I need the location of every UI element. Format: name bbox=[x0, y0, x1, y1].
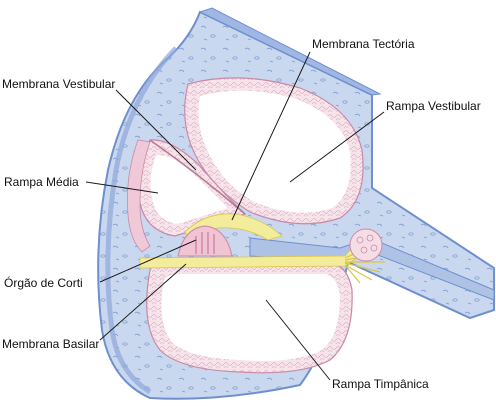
label-membrana-basilar: Membrana Basilar bbox=[2, 337, 99, 351]
leader-orgao-de-corti bbox=[99, 239, 197, 283]
organ-of-corti bbox=[177, 225, 233, 257]
rampa-vestibular-lumen bbox=[198, 90, 351, 213]
label-membrana-vestibular: Membrana Vestibular bbox=[2, 77, 115, 91]
label-rampa-timpanica: Rampa Timpânica bbox=[332, 377, 429, 391]
rampa-media-lumen bbox=[150, 154, 228, 224]
ganglion-cell bbox=[370, 244, 378, 252]
bony-cap bbox=[198, 7, 382, 96]
leader-rampa-vestibular bbox=[289, 111, 385, 183]
leader-rampa-timpanica bbox=[265, 299, 331, 381]
spiral-ganglion bbox=[349, 228, 383, 262]
hair-cells bbox=[195, 232, 215, 254]
ganglion-cell bbox=[360, 246, 368, 254]
label-rampa-media: Rampa Média bbox=[4, 175, 79, 189]
leader-membrana-vestibular bbox=[115, 89, 197, 171]
label-membrana-tectoria: Membrana Tectória bbox=[312, 37, 415, 51]
rampa-timpanica-lumen bbox=[161, 274, 340, 361]
spiral-ligament bbox=[127, 139, 151, 253]
lateral-wall-strip bbox=[105, 46, 178, 395]
ganglion-cell bbox=[366, 234, 374, 242]
label-orgao-de-corti: Órgão de Corti bbox=[4, 275, 83, 290]
leader-rampa-media bbox=[85, 181, 159, 194]
leader-membrana-basilar bbox=[99, 263, 187, 341]
ganglion-cell bbox=[356, 236, 364, 244]
vestibular-membrane bbox=[149, 139, 246, 215]
label-rampa-vestibular: Rampa Vestibular bbox=[386, 99, 481, 113]
leader-membrana-tectoria bbox=[231, 51, 311, 221]
